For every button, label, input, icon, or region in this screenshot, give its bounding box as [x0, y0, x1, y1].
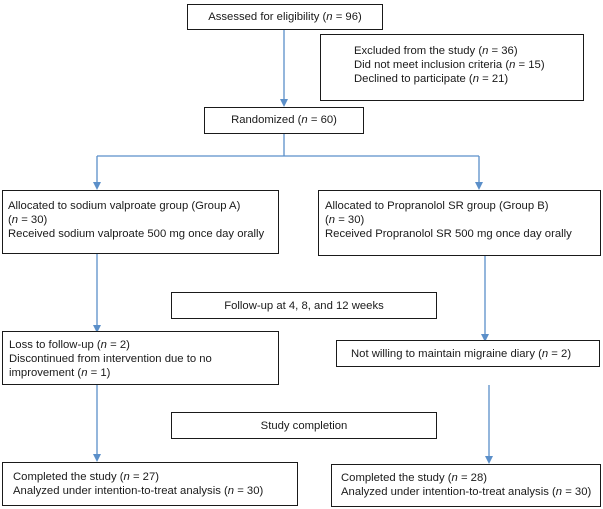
loss-a-discontinued: Discontinued from intervention due to no — [9, 353, 212, 365]
group-a-box: Allocated to sodium valproate group (Gro… — [2, 190, 279, 254]
group-b-intervention: Received Propranolol SR 500 mg once day … — [325, 228, 572, 240]
group-b-count: (n = 30) — [325, 214, 365, 226]
completion-text: Study completion — [260, 420, 348, 432]
completed-b-box: Completed the study (n = 28) Analyzed un… — [331, 464, 601, 507]
loss-a-improvement: improvement (n = 1) — [9, 367, 111, 379]
group-a-allocation: Allocated to sodium valproate group (Gro… — [8, 200, 241, 212]
excluded-criteria: Did not meet inclusion criteria (n = 15) — [354, 59, 545, 71]
assessed-text: Assessed for eligibility (n = 96) — [208, 11, 362, 23]
randomized-box: Randomized (n = 60) — [204, 107, 364, 134]
followup-text: Follow-up at 4, 8, and 12 weeks — [224, 300, 384, 312]
excluded-declined: Declined to participate (n = 21) — [354, 73, 509, 85]
loss-b-text: Not willing to maintain migraine diary (… — [351, 348, 572, 360]
excluded-box: Excluded from the study (n = 36) Did not… — [320, 34, 584, 101]
loss-a-box: Loss to follow-up (n = 2) Discontinued f… — [2, 331, 279, 385]
loss-a-followup: Loss to follow-up (n = 2) — [9, 339, 130, 351]
completed-b-study: Completed the study (n = 28) — [341, 472, 488, 484]
completed-a-analysis: Analyzed under intention-to-treat analys… — [13, 485, 264, 497]
group-b-allocation: Allocated to Propranolol SR group (Group… — [325, 200, 549, 212]
loss-b-box: Not willing to maintain migraine diary (… — [336, 340, 600, 367]
group-a-count: (n = 30) — [8, 214, 48, 226]
group-a-intervention: Received sodium valproate 500 mg once da… — [8, 228, 265, 240]
excluded-total: Excluded from the study (n = 36) — [354, 45, 518, 57]
completion-box: Study completion — [171, 412, 437, 439]
completed-b-analysis: Analyzed under intention-to-treat analys… — [341, 486, 592, 498]
assessed-box: Assessed for eligibility (n = 96) — [187, 4, 383, 30]
randomized-text: Randomized (n = 60) — [231, 114, 337, 126]
followup-box: Follow-up at 4, 8, and 12 weeks — [171, 292, 437, 319]
completed-a-box: Completed the study (n = 27) Analyzed un… — [2, 462, 298, 506]
group-b-box: Allocated to Propranolol SR group (Group… — [318, 190, 601, 256]
completed-a-study: Completed the study (n = 27) — [13, 471, 160, 483]
